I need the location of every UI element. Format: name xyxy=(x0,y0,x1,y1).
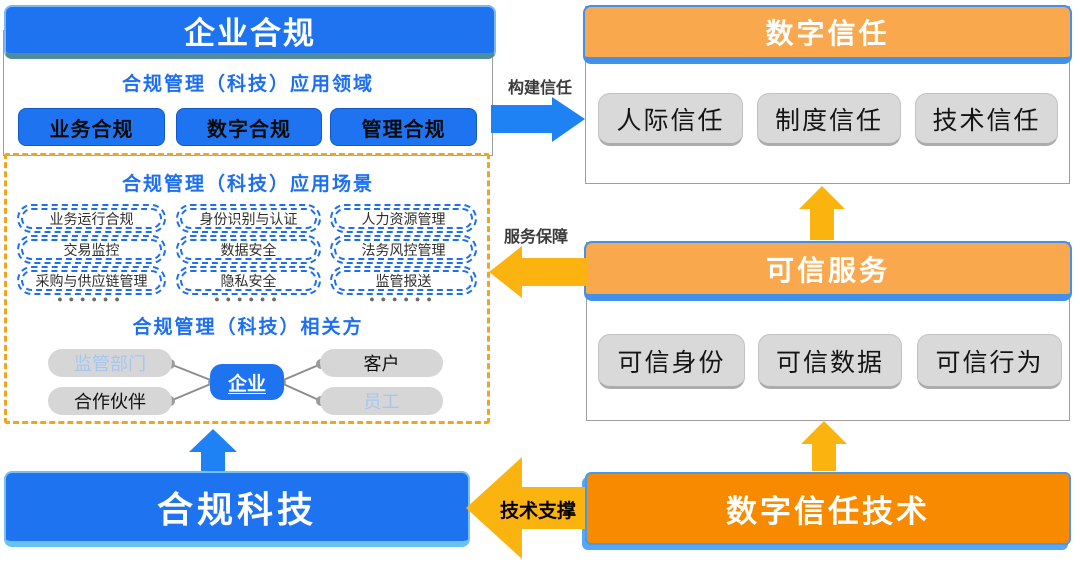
stakeholder-employees: 员工 xyxy=(320,387,443,415)
application-domains-header: 合规管理（科技）应用领域 xyxy=(65,66,431,99)
service-item-identity: 可信身份 xyxy=(598,334,745,389)
scenario-pill: 业务运行合规 xyxy=(17,204,166,233)
stakeholder-lines xyxy=(169,363,322,402)
trusted-services-header: 可信服务 xyxy=(584,241,1072,301)
scenario-pill: 身份识别与认证 xyxy=(176,204,321,233)
service-item-behavior: 可信行为 xyxy=(917,334,1062,389)
build-trust-label: 构建信任 xyxy=(507,80,572,97)
trust-item-interpersonal: 人际信任 xyxy=(598,93,743,146)
digital-trust-header: 数字信任 xyxy=(583,5,1072,64)
application-scenarios-header: 合规管理（科技）应用场景 xyxy=(38,165,458,200)
enterprise-compliance-header: 企业合规 xyxy=(4,5,496,59)
scenario-pill: 人力资源管理 xyxy=(330,204,477,233)
scenario-pill: 交易监控 xyxy=(17,235,166,264)
scenario-pill: 数据安全 xyxy=(176,235,321,264)
scenario-pill: 采购与供应链管理 xyxy=(17,266,166,295)
ellipsis-dots: ●●●●●● xyxy=(369,294,438,304)
tech-support-label: 技术支撑 xyxy=(499,500,576,522)
scenario-pill: 隐私安全 xyxy=(176,266,321,295)
stakeholder-partners: 合作伙伴 xyxy=(48,387,172,415)
service-item-data: 可信数据 xyxy=(758,334,902,389)
trust-item-institutional: 制度信任 xyxy=(757,93,901,146)
domain-business-compliance: 业务合规 xyxy=(18,108,165,146)
stakeholder-customers: 客户 xyxy=(320,349,443,377)
domain-digital-compliance: 数字合规 xyxy=(176,108,322,146)
ellipsis-dots: ●●●●●● xyxy=(57,294,126,304)
compliance-tech-box: 合规科技 xyxy=(4,471,470,547)
ellipsis-dots: ●●●●●● xyxy=(214,294,283,304)
scenario-pill: 法务风控管理 xyxy=(330,235,477,264)
scenario-pill: 监管报送 xyxy=(330,266,477,295)
scenarios-dashed-region xyxy=(4,153,490,424)
digital-trust-tech-box: 数字信任技术 xyxy=(585,472,1071,545)
stakeholder-enterprise: 企业 xyxy=(210,364,284,400)
stakeholder-regulators: 监管部门 xyxy=(48,349,172,377)
enterprise-compliance-title: 企业合规 xyxy=(184,15,316,51)
trust-item-technical: 技术信任 xyxy=(915,93,1058,146)
domain-management-compliance: 管理合规 xyxy=(330,108,477,146)
stakeholders-header: 合规管理（科技）相关方 xyxy=(38,308,458,343)
service-guarantee-label: 服务保障 xyxy=(503,229,568,246)
